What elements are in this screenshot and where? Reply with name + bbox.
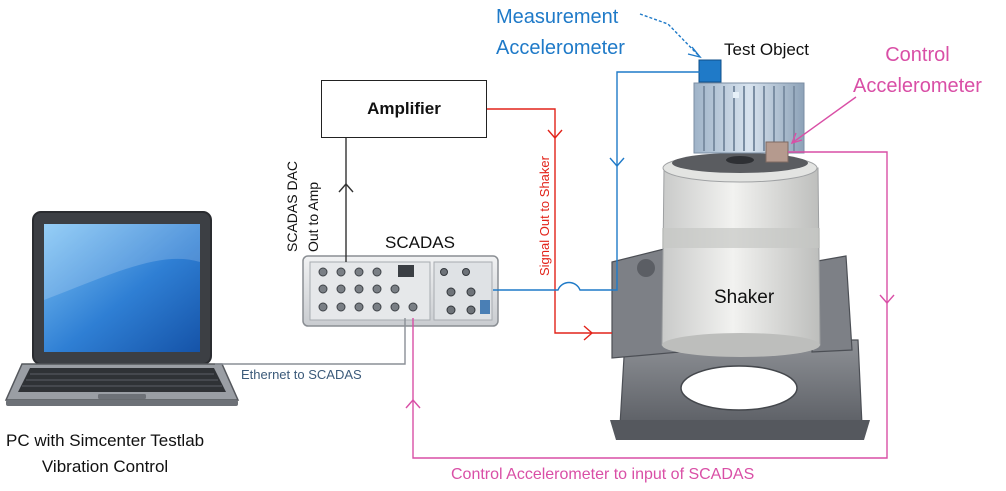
shaker-illustration <box>610 153 870 440</box>
scadas-label: SCADAS <box>385 233 455 252</box>
control-accelerometer-label: Control Accelerometer <box>853 44 982 97</box>
test-object <box>693 59 805 163</box>
laptop-icon <box>4 211 240 406</box>
test-object-label: Test Object <box>724 40 810 59</box>
pc-label: PC with Simcenter Testlab Vibration Cont… <box>6 431 205 476</box>
measurement-accelerometer-label: Measurement Accelerometer <box>496 6 625 59</box>
signal-out-cable <box>487 108 612 334</box>
measurement-accelerometer-sensor <box>698 59 722 83</box>
scadas-dac-label: SCADAS DAC Out to Amp <box>284 160 321 252</box>
signal-out-label: Signal Out to Shaker <box>537 156 552 276</box>
shaker-label: Shaker <box>714 287 775 308</box>
amplifier-label: Amplifier <box>367 99 441 118</box>
control-cable <box>412 151 888 459</box>
ethernet-label: Ethernet to SCADAS <box>241 367 362 382</box>
ethernet-cable <box>215 318 406 365</box>
scadas-unit <box>302 255 499 327</box>
control-to-input-label: Control Accelerometer to input of SCADAS <box>451 466 755 483</box>
amplifier-box: Amplifier <box>321 80 487 138</box>
control-accelerometer-sensor <box>765 141 789 163</box>
measurement-cable <box>493 71 700 291</box>
